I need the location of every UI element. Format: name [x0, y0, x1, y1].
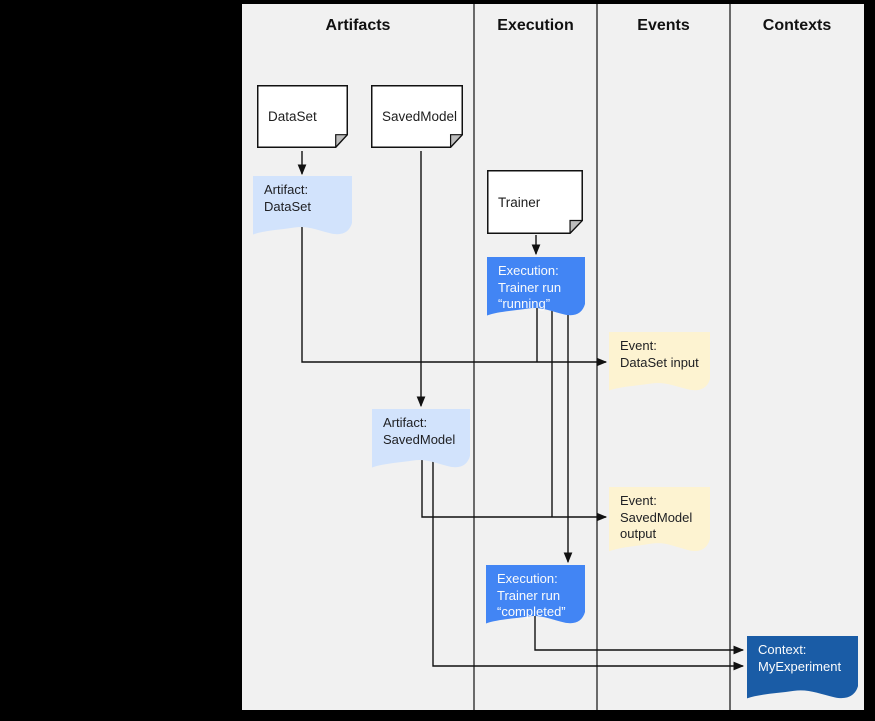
document-shape [609, 332, 710, 391]
node-label: Event: SavedModel output [620, 493, 693, 541]
node-context-myexperiment: Context: MyExperiment [747, 636, 858, 700]
document-shape [747, 636, 858, 699]
node-label: Execution: Trainer run “running” [498, 263, 562, 311]
node-label: Artifact: DataSet [264, 182, 311, 214]
node-execution-completed: Execution: Trainer run “completed” [486, 565, 585, 625]
node-artifact-savedmodel: Artifact: SavedModel [372, 409, 470, 469]
edge-artifactsavedmodel-to-event-output [421, 456, 608, 522]
document-shape [253, 176, 352, 235]
node-dataset-type: DataSet [257, 85, 348, 148]
document-shape [609, 487, 710, 552]
edge-completed-to-context [534, 609, 745, 655]
document-shape [486, 565, 585, 624]
document-shape [487, 257, 585, 316]
column-header-execution: Execution [497, 17, 574, 34]
column-header-events: Events [637, 17, 690, 34]
document-shape [372, 409, 470, 468]
folded-corner [336, 135, 348, 148]
node-label: DataSet [268, 109, 317, 124]
folded-corner [570, 221, 582, 234]
node-label: Context: MyExperiment [758, 642, 842, 674]
node-event-savedmodel-output: Event: SavedModel output [609, 487, 710, 553]
column-header-artifacts: Artifacts [325, 17, 391, 34]
column-header-contexts: Contexts [762, 17, 832, 34]
node-label: Trainer [498, 194, 541, 210]
node-execution-running: Execution: Trainer run “running” [487, 257, 585, 317]
edge-artifactdataset-to-event-input [301, 224, 608, 367]
lane-divider-lines [473, 4, 731, 710]
node-event-dataset-input: Event: DataSet input [609, 332, 710, 392]
node-label: Event: DataSet input [620, 338, 699, 370]
note-shape [371, 85, 463, 148]
note-shape [487, 170, 583, 234]
note-shape [257, 85, 348, 148]
node-artifact-dataset: Artifact: DataSet [253, 176, 352, 236]
node-savedmodel-type: SavedModel [371, 85, 463, 148]
node-label: Execution: Trainer run “completed” [497, 571, 566, 619]
node-label: Artifact: SavedModel [383, 415, 456, 447]
node-trainer-type: Trainer [487, 170, 583, 234]
diagram-panel: Artifacts Execution Events Contexts [242, 4, 864, 710]
node-label: SavedModel [382, 109, 458, 124]
edges-layer [297, 4, 745, 710]
edge-artifactsavedmodel-to-context [432, 456, 745, 671]
folded-corner [451, 135, 463, 148]
